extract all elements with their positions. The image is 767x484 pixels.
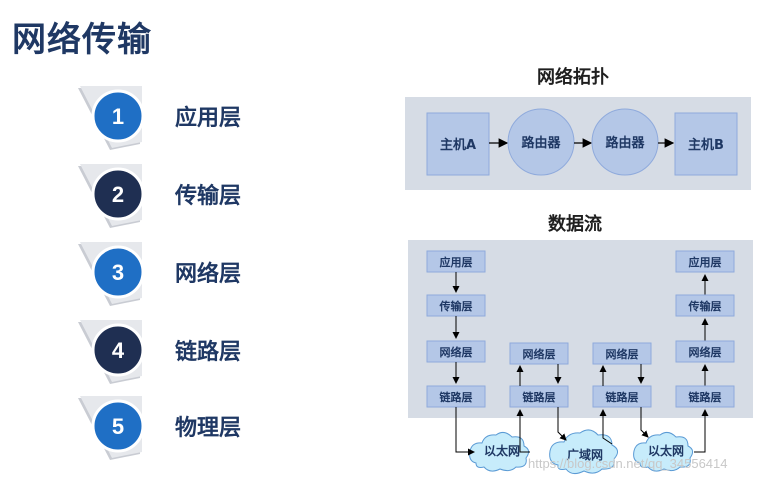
dataflow-title: 数据流 [548,214,602,235]
layer-item-2: 2 传输层 [70,160,370,230]
layer-item-4: 4 链路层 [70,316,370,386]
layer-badge-icon: 5 [78,396,145,460]
mid2-layer-2: 链路层 [606,390,639,404]
right-layer-4: 链路层 [689,390,722,404]
cloud-1-label: 以太网 [484,443,520,458]
layer-label: 传输层 [175,184,242,209]
mid1-layer-1: 网络层 [523,347,556,361]
host-a-box [426,112,490,176]
topology-title: 网络拓扑 [537,67,609,88]
layer-label: 链路层 [175,340,242,365]
watermark: https://blog.csdn.net/qq_34556414 [528,456,728,471]
layer-item-5: 5 物理层 [70,392,370,462]
layer-number: 1 [112,104,124,129]
layer-number: 5 [112,414,124,439]
right-stack: 应用层 传输层 网络层 链路层 [675,250,735,408]
router-1-label: 路由器 [521,135,561,151]
cloud-3-label: 以太网 [648,443,684,458]
left-layer-4: 链路层 [440,390,473,404]
layer-badge-icon: 2 [78,164,145,228]
router-2-label: 路由器 [605,135,645,151]
page-title: 网络传输 [12,20,152,60]
layer-item-3: 3 网络层 [70,238,370,308]
layer-label: 应用层 [175,106,242,131]
cloud-wan: 广域网 [549,429,618,475]
layer-number: 3 [112,260,124,285]
right-layer-2: 传输层 [688,299,722,313]
host-b-label: 主机B [688,137,724,153]
mid2-layer-1: 网络层 [606,347,639,361]
layer-number: 4 [112,338,125,363]
cloud-2-label: 广域网 [567,447,603,462]
right-layer-3: 网络层 [689,345,722,359]
topology-panel: 主机A 路由器 路由器 主机B [405,97,751,190]
left-layer-2: 传输层 [439,299,473,313]
layer-item-1: 1 应用层 [70,82,370,152]
layer-badge-icon: 4 [78,320,145,384]
layer-number: 2 [112,182,124,207]
layer-label: 网络层 [175,262,242,287]
router-2-circle [591,108,659,176]
left-layer-1: 应用层 [440,255,473,269]
cloud-ethernet-1: 以太网 [469,431,530,472]
cloud-ethernet-2: 以太网 [633,431,694,472]
layer-badge-icon: 1 [78,86,145,150]
mid1-layer-2: 链路层 [523,390,556,404]
host-a-label: 主机A [440,137,476,153]
layer-label: 物理层 [175,416,242,441]
host-b-box [674,112,738,176]
layer-badge-icon: 3 [78,242,145,306]
left-layer-3: 网络层 [440,345,473,359]
mid2-stack: 网络层 链路层 [592,342,652,408]
router-1-circle [507,108,575,176]
right-layer-1: 应用层 [689,255,722,269]
mid1-stack: 网络层 链路层 [509,342,569,408]
left-stack: 应用层 传输层 网络层 链路层 [426,250,486,408]
